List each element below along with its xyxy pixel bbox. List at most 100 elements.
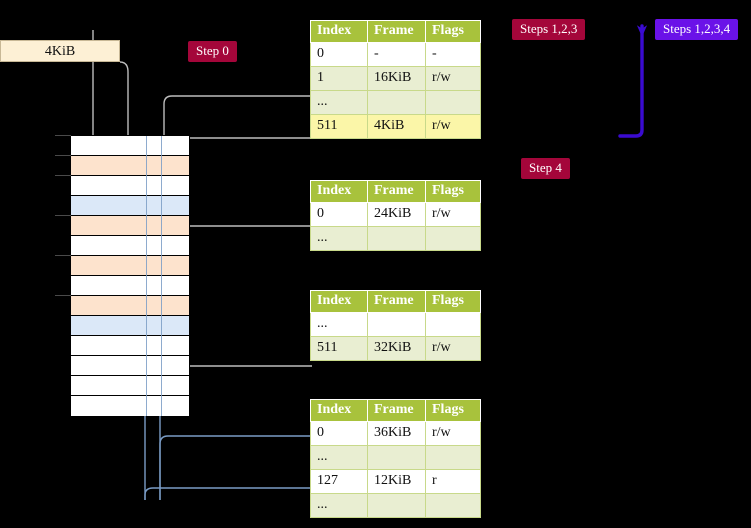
- cell-index: 1: [310, 66, 368, 91]
- column-header-flags: Flags: [425, 180, 481, 203]
- memory-frame-row[interactable]: [71, 236, 189, 256]
- cell-flags: r/w: [425, 421, 481, 446]
- wire-l2-511-to-grid: [175, 316, 312, 367]
- cell-flags: r: [425, 469, 481, 494]
- cell-frame: 12KiB: [367, 469, 426, 494]
- memory-grid-divider-0: [146, 136, 147, 416]
- column-header-index: Index: [310, 290, 368, 313]
- memory-frame-row[interactable]: [71, 376, 189, 396]
- cell-index: ...: [310, 493, 368, 518]
- memory-frame-row[interactable]: [71, 216, 189, 236]
- cell-frame: 32KiB: [367, 336, 426, 361]
- column-header-frame: Frame: [367, 180, 426, 203]
- cell-flags: r/w: [425, 114, 481, 139]
- cell-flags: [425, 445, 481, 470]
- memory-frame-row[interactable]: [71, 296, 189, 316]
- memory-frame-row[interactable]: [71, 196, 189, 216]
- page-table-level1: Index Frame Flags 0 36KiB r/w ... 127 12…: [310, 399, 481, 518]
- cell-frame: [367, 312, 426, 337]
- cell-index: 511: [310, 336, 368, 361]
- badge-steps-1234: Steps 1,2,3,4: [655, 19, 739, 40]
- table-row[interactable]: ...: [310, 312, 481, 337]
- grid-tick-0: [55, 135, 71, 136]
- cell-frame: 4KiB: [367, 114, 426, 139]
- table-row-highlighted[interactable]: 511 4KiB r/w: [310, 114, 481, 139]
- grid-tick-2: [55, 175, 71, 176]
- table-header-row: Index Frame Flags: [310, 290, 481, 313]
- cell-frame: [367, 493, 426, 518]
- cell-frame: 36KiB: [367, 421, 426, 446]
- column-header-flags: Flags: [425, 399, 481, 422]
- cell-index: 511: [310, 114, 368, 139]
- grid-tick-3: [55, 215, 71, 216]
- table-row[interactable]: ...: [310, 445, 481, 470]
- table-row[interactable]: 127 12KiB r: [310, 469, 481, 494]
- column-header-index: Index: [310, 20, 368, 43]
- column-header-flags: Flags: [425, 290, 481, 313]
- cell-index: ...: [310, 312, 368, 337]
- cell-index: 0: [310, 42, 368, 67]
- grid-tick-4: [55, 255, 71, 256]
- cell-index: ...: [310, 445, 368, 470]
- page-table-level4: Index Frame Flags 0 - - 1 16KiB r/w ...: [310, 20, 481, 139]
- cell-index: 127: [310, 469, 368, 494]
- column-header-index: Index: [310, 180, 368, 203]
- cell-index: ...: [310, 226, 368, 251]
- cell-flags: [425, 226, 481, 251]
- badge-steps-123: Steps 1,2,3: [512, 19, 586, 40]
- table-row[interactable]: 0 24KiB r/w: [310, 202, 481, 227]
- cell-frame: [367, 445, 426, 470]
- table-row[interactable]: 1 16KiB r/w: [310, 66, 481, 91]
- page-table-level2: Index Frame Flags ... 511 32KiB r/w: [310, 290, 481, 361]
- table-header-row: Index Frame Flags: [310, 399, 481, 422]
- table-header-row: Index Frame Flags: [310, 180, 481, 203]
- cell-flags: r/w: [425, 202, 481, 227]
- cell-frame: 24KiB: [367, 202, 426, 227]
- badge-step-0: Step 0: [188, 41, 237, 62]
- column-header-index: Index: [310, 399, 368, 422]
- memory-frame-row[interactable]: [71, 156, 189, 176]
- cell-flags: r/w: [425, 66, 481, 91]
- memory-grid-divider-1: [161, 136, 162, 416]
- cell-flags: [425, 312, 481, 337]
- column-header-frame: Frame: [367, 290, 426, 313]
- table-header-row: Index Frame Flags: [310, 20, 481, 43]
- memory-frame-row[interactable]: [71, 316, 189, 336]
- wire-l3-row0-to-grid: [181, 225, 312, 266]
- column-header-flags: Flags: [425, 20, 481, 43]
- cell-flags: -: [425, 42, 481, 67]
- table-row[interactable]: ...: [310, 493, 481, 518]
- table-row[interactable]: 0 - -: [310, 42, 481, 67]
- memory-frame-row[interactable]: [71, 276, 189, 296]
- region-size-label: 4KiB: [0, 40, 120, 62]
- wire-blue-to-l1-row0: [159, 435, 312, 500]
- cell-flags: [425, 493, 481, 518]
- memory-frame-row[interactable]: [71, 396, 189, 416]
- memory-frame-row[interactable]: [71, 356, 189, 376]
- cell-frame: [367, 226, 426, 251]
- badge-step-4: Step 4: [521, 158, 570, 179]
- cell-index: ...: [310, 90, 368, 115]
- memory-frame-row[interactable]: [71, 136, 189, 156]
- page-table-level3: Index Frame Flags 0 24KiB r/w ...: [310, 180, 481, 251]
- column-header-frame: Frame: [367, 20, 426, 43]
- cell-frame: 16KiB: [367, 66, 426, 91]
- wire-violet-bracket: [618, 24, 648, 138]
- memory-frame-row[interactable]: [71, 336, 189, 356]
- memory-frame-row[interactable]: [71, 176, 189, 196]
- cell-index: 0: [310, 202, 368, 227]
- table-row[interactable]: 0 36KiB r/w: [310, 421, 481, 446]
- wire-region-to-grid: [119, 61, 129, 136]
- memory-frame-row[interactable]: [71, 256, 189, 276]
- table-row[interactable]: ...: [310, 226, 481, 251]
- table-row[interactable]: ...: [310, 90, 481, 115]
- wire-blue-to-l1-row127: [144, 487, 312, 500]
- physical-memory-grid: [70, 135, 190, 416]
- cell-frame: [367, 90, 426, 115]
- table-row[interactable]: 511 32KiB r/w: [310, 336, 481, 361]
- cell-index: 0: [310, 421, 368, 446]
- cell-frame: -: [367, 42, 426, 67]
- cell-flags: r/w: [425, 336, 481, 361]
- column-header-frame: Frame: [367, 399, 426, 422]
